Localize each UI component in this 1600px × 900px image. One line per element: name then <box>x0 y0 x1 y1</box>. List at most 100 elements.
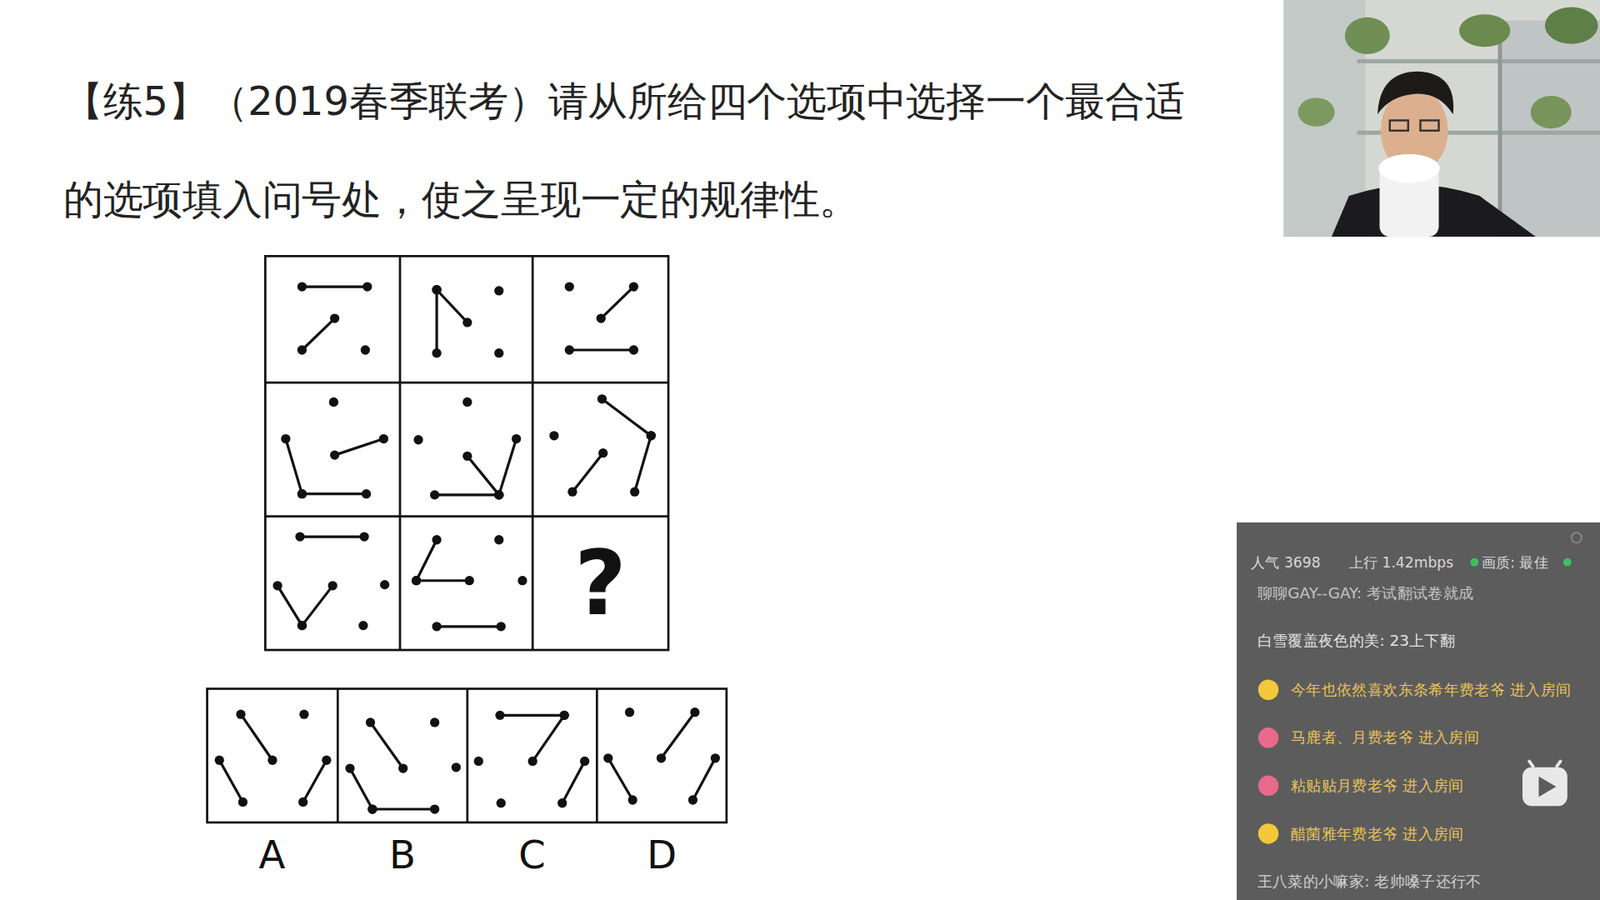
chat-stat: 画质: 最佳 <box>1481 553 1549 572</box>
figure-dot <box>297 345 307 355</box>
figure-line <box>277 585 302 626</box>
figure-dot <box>215 755 225 765</box>
figure-dot <box>431 285 441 295</box>
option-letter: B <box>337 831 468 879</box>
figure-dot <box>646 430 656 440</box>
figure-dot <box>474 756 484 766</box>
figure-dot <box>598 448 608 458</box>
figure-dot <box>360 345 370 355</box>
figure-dot <box>580 756 590 766</box>
figure-dot <box>411 575 421 585</box>
figure-dot <box>560 710 570 720</box>
chat-stat: 上行 1.42mbps <box>1349 553 1454 572</box>
figure-dot <box>710 753 720 763</box>
figure-line <box>435 290 438 354</box>
figure-line <box>303 760 327 802</box>
figure-dot <box>628 795 638 805</box>
option-box: A <box>207 689 338 823</box>
figure-dot <box>367 804 377 814</box>
figure-dot <box>358 620 368 630</box>
chat-panel: 人气 3698上行 1.42mbps画质: 最佳聊聊GAY--GAY: 考试翻试… <box>1236 522 1600 900</box>
figure-line <box>300 535 365 538</box>
option-box: D <box>596 689 727 823</box>
webcam-view <box>1283 0 1600 237</box>
option-letter: C <box>467 831 598 879</box>
figure-dot <box>451 762 461 772</box>
figure-dot <box>361 489 371 499</box>
chat-entry: 醋菌雅年费老爷 进入房间 <box>1290 823 1465 844</box>
figure-dot <box>549 430 559 440</box>
figure-line <box>608 758 633 800</box>
figure-dot <box>565 281 575 291</box>
figure-dot <box>430 490 440 500</box>
figure-dot <box>496 621 506 631</box>
figure-dot <box>567 487 577 497</box>
chat-entry: 马鹿者、月费老爷 进入房间 <box>1290 727 1480 748</box>
chat-message: 聊聊GAY--GAY: 考试翻试卷就成 <box>1257 582 1475 603</box>
chat-entry: 粘贴贴月费老爷 进入房间 <box>1290 775 1465 796</box>
question-title: 【练5】（2019春季联考）请从所给四个选项中选择一个最合适的选项填入问号处，使… <box>63 53 1217 250</box>
figure-line <box>301 318 335 350</box>
figure-line <box>601 399 651 436</box>
figure-dot <box>597 394 607 404</box>
chat-message: 白雪覆盖夜色的美: 23上下翻 <box>1257 630 1455 651</box>
figure-line <box>416 579 470 582</box>
puzzle-grid <box>265 255 669 650</box>
figure-line <box>692 758 715 800</box>
figure-dot <box>646 430 656 440</box>
figure-dot <box>528 756 538 766</box>
figure-dot <box>329 397 339 407</box>
option-letter: A <box>207 831 338 879</box>
figure-dot <box>367 804 377 814</box>
figure-dot <box>321 755 331 765</box>
figure-dot <box>511 434 521 444</box>
question-mark: ? <box>532 516 669 650</box>
figure-dot <box>235 710 245 720</box>
option-letter: D <box>596 831 727 879</box>
figure-dot <box>328 580 338 590</box>
figure-dot <box>280 434 290 444</box>
figure-dot <box>398 763 408 773</box>
figure-dot <box>430 717 440 727</box>
figure-line <box>600 286 634 319</box>
figure-line <box>240 714 273 760</box>
figure-line <box>350 768 373 810</box>
figure-dot <box>494 348 504 358</box>
figure-line <box>335 439 385 456</box>
figure-dot <box>297 620 307 630</box>
figure-dot <box>411 575 421 585</box>
figure-dot <box>295 531 305 541</box>
figure-dot <box>465 575 475 585</box>
figure-dot <box>431 348 441 358</box>
figure-dot <box>560 710 570 720</box>
dot-line-figures <box>215 281 720 814</box>
figure-line <box>532 715 565 761</box>
figure-line <box>416 540 437 581</box>
figure-dot <box>603 753 613 763</box>
figure-dot <box>330 450 340 460</box>
figure-dot <box>299 710 309 720</box>
option-box: C <box>467 689 598 823</box>
figure-dot <box>565 345 575 355</box>
figure-dot <box>379 434 389 444</box>
figure-dot <box>413 435 423 445</box>
figure-line <box>301 492 366 495</box>
figure-dot <box>330 313 340 323</box>
figure-dot <box>362 281 372 291</box>
chat-entry: 今年也依然喜欢东条希年费老爷 进入房间 <box>1290 680 1571 700</box>
figure-dot <box>431 285 441 295</box>
figure-dot <box>298 797 308 807</box>
figure-line <box>499 439 517 495</box>
figure-line <box>572 453 604 493</box>
figure-dot <box>272 580 282 590</box>
figure-dot <box>345 763 355 773</box>
figure-dot <box>688 795 698 805</box>
figure-dot <box>462 317 472 327</box>
figure-dot <box>496 798 506 808</box>
figure-line <box>562 760 585 803</box>
figure-dot <box>297 489 307 499</box>
figure-line <box>467 455 500 495</box>
figure-dot <box>557 798 567 808</box>
figure-dot <box>494 490 504 500</box>
